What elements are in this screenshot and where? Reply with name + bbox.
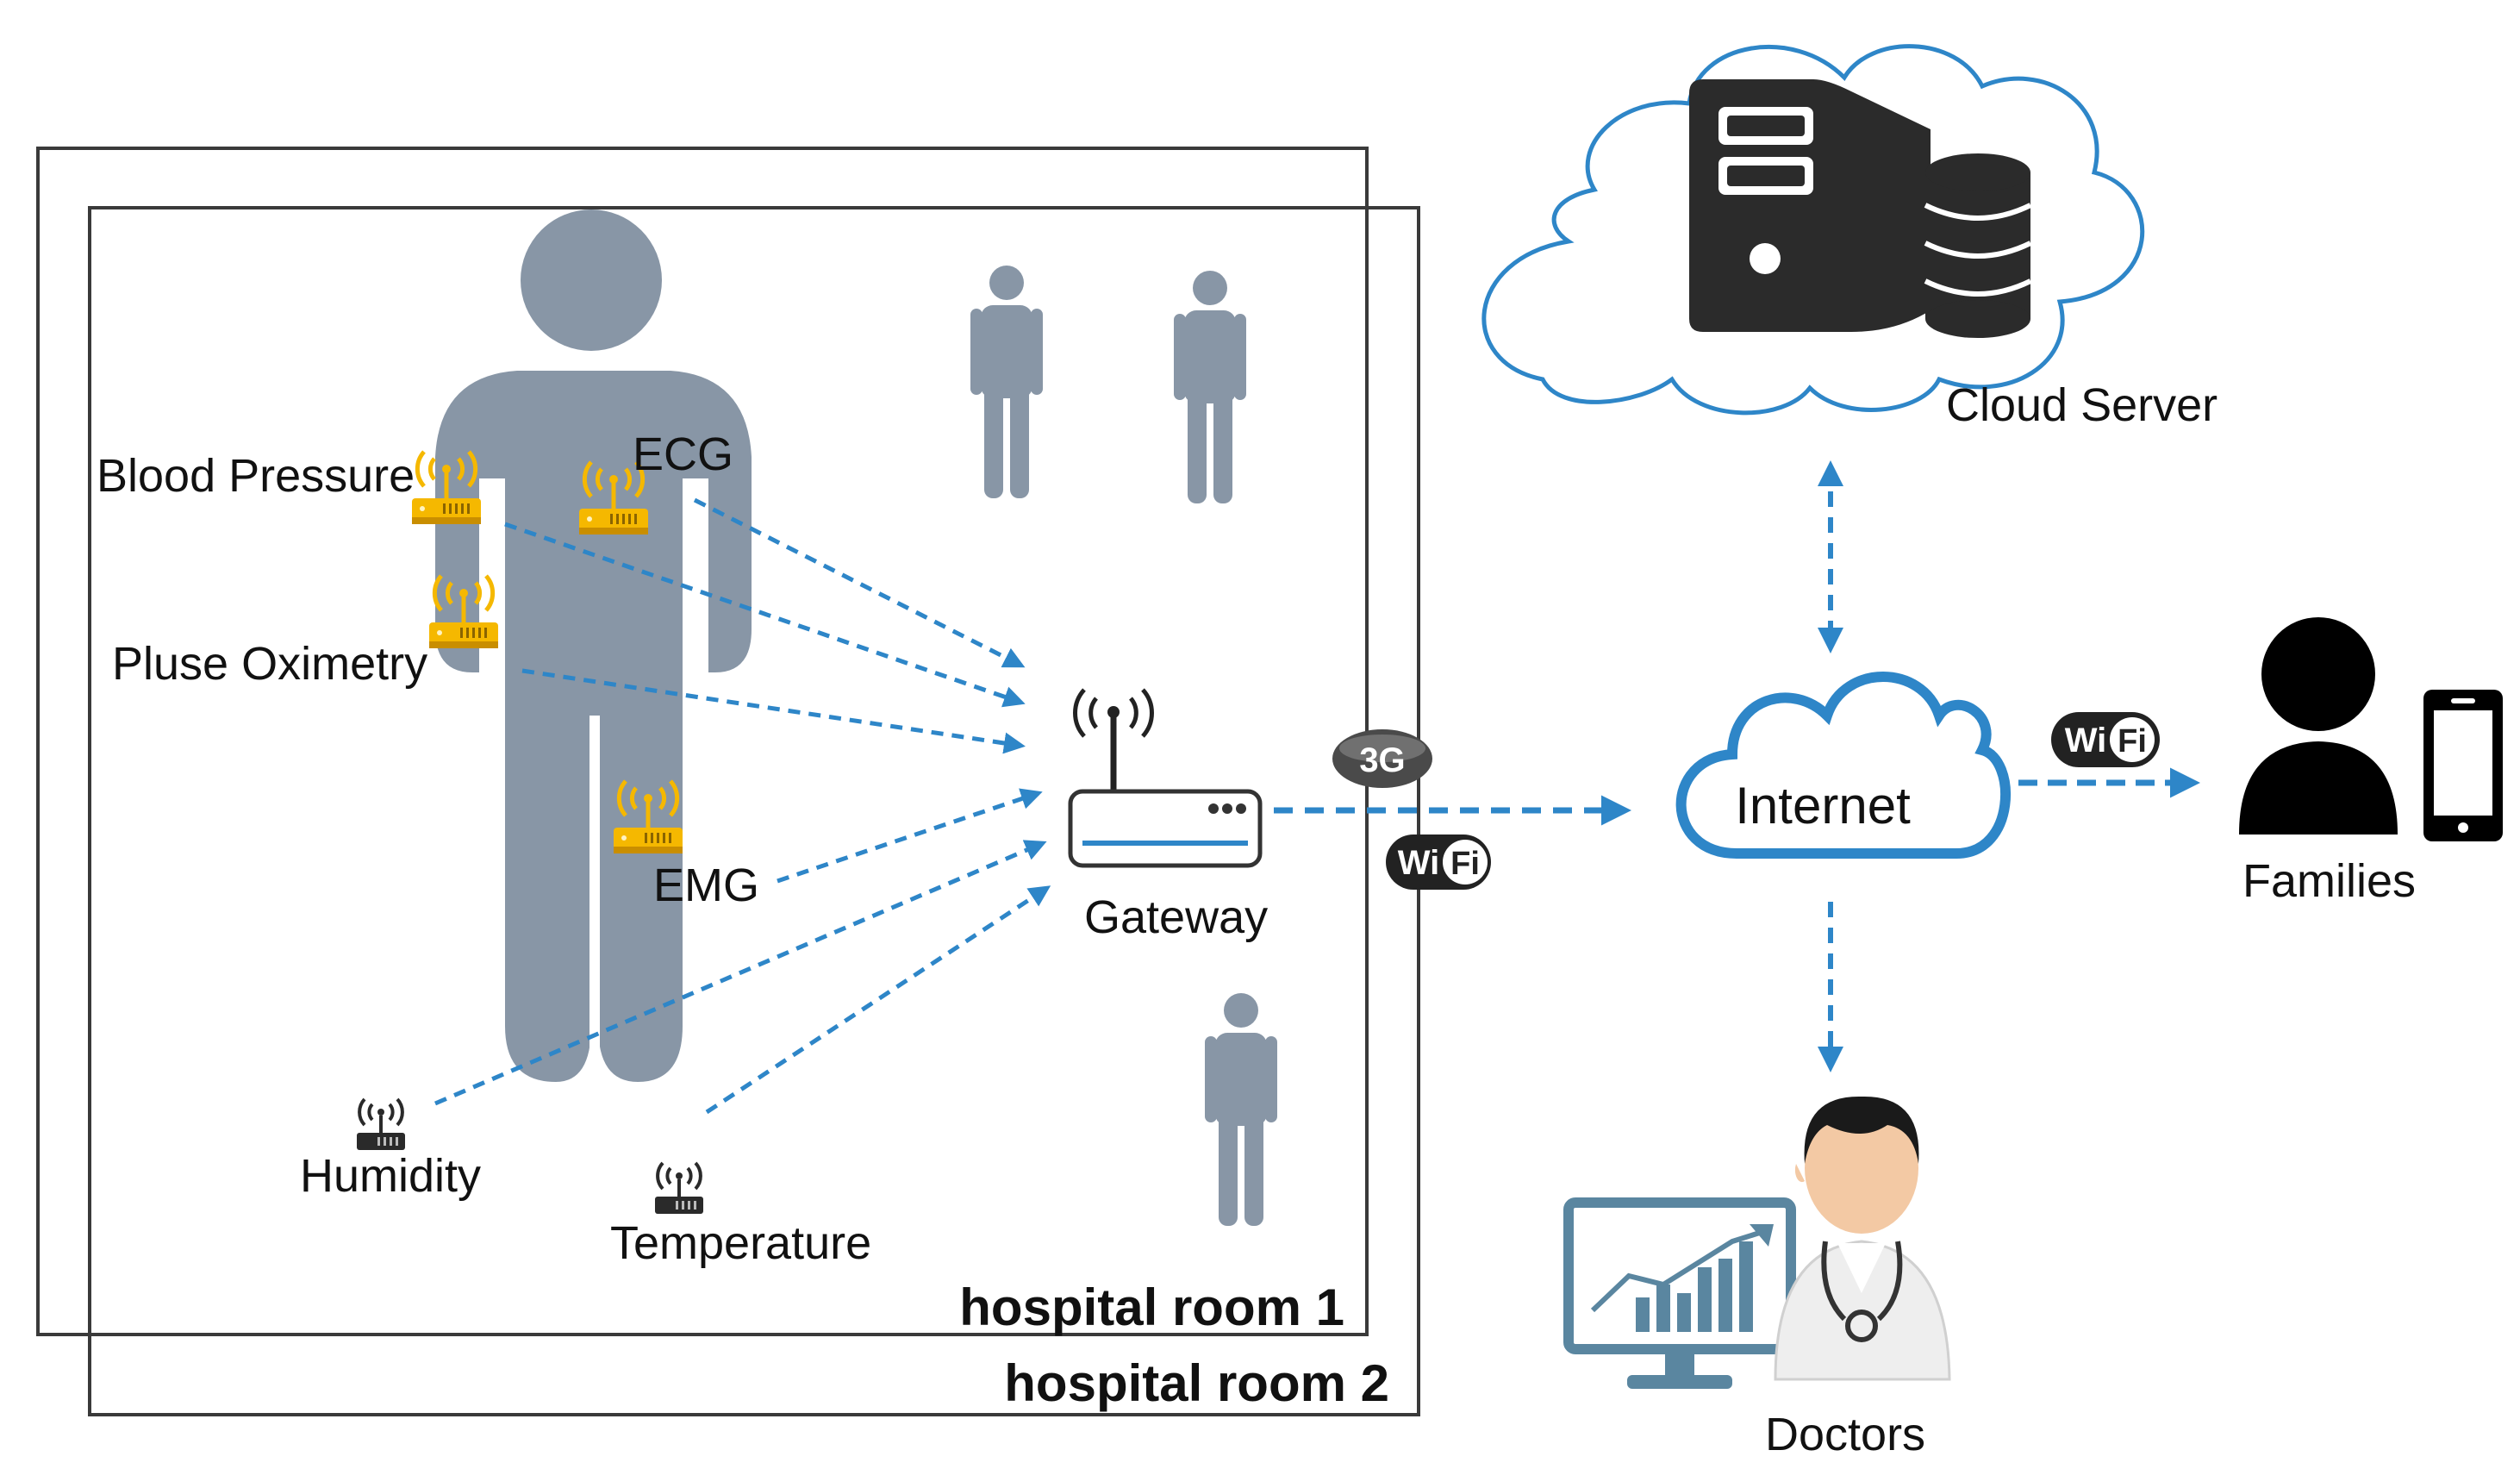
- gateway-label: Gateway: [1084, 891, 1268, 943]
- doctor-icon: [1774, 1096, 1951, 1381]
- patient-head: [521, 209, 662, 351]
- wifi-badge: Wi Fi: [1386, 835, 1491, 890]
- database-icon: [1924, 153, 2032, 338]
- internet-label: Internet: [1735, 777, 1911, 835]
- hospital-room-2-frame: [88, 206, 1420, 1416]
- sensor-arrows: [434, 497, 1051, 1115]
- pulse-oximetry-label: Pluse Oximetry: [112, 638, 427, 690]
- arrow-humidity-to-gateway: [434, 840, 1047, 1106]
- 3g-badge-label: 3G: [1359, 741, 1405, 779]
- wifi-badge-wi: Wi: [1398, 844, 1440, 882]
- server-icon: [1689, 79, 1931, 332]
- person-icon: [1205, 993, 1277, 1226]
- arrow-temperature-to-gateway: [705, 885, 1051, 1115]
- internet-cloud: [1675, 672, 2011, 859]
- humidity-label: Humidity: [300, 1150, 481, 1202]
- ecg-label: ECG: [633, 428, 733, 480]
- wifi-badge-fi: Fi: [1450, 846, 1480, 882]
- hospital-room-1-label: hospital room 1: [959, 1278, 1344, 1336]
- wifi-badge-families: Wi Fi: [2051, 712, 2160, 767]
- families-label: Families: [2242, 855, 2416, 907]
- arrow-bp-to-gateway: [504, 522, 1026, 708]
- monitor-chart-icon: [1563, 1197, 1796, 1389]
- temperature-sensor-icon: [653, 1161, 705, 1216]
- arrow-oximetry-to-gateway: [521, 668, 1026, 754]
- wifi-families-wi: Wi: [2065, 722, 2107, 760]
- router-icon: [1068, 688, 1263, 868]
- smartphone-icon: [2423, 690, 2503, 841]
- patient-body: [435, 371, 752, 1082]
- person-icon: [970, 266, 1043, 498]
- families-person-icon: [2239, 617, 2398, 835]
- emg-label: EMG: [653, 860, 759, 911]
- humidity-sensor-icon: [355, 1097, 407, 1152]
- blood-pressure-label: Blood Pressure: [97, 450, 415, 502]
- wifi-families-fi: Fi: [2118, 723, 2147, 760]
- temperature-label: Temperature: [610, 1217, 871, 1269]
- person-icon: [1174, 271, 1246, 503]
- 3g-badge: 3G: [1332, 729, 1432, 788]
- doctors-label: Doctors: [1765, 1409, 1925, 1460]
- patient-figure: [435, 209, 752, 1082]
- arrow-emg-to-gateway: [777, 788, 1043, 884]
- hospital-room-1-frame: [36, 147, 1369, 1336]
- cloud-server-label: Cloud Server: [1946, 379, 2217, 431]
- hospital-room-2-label: hospital room 2: [1004, 1354, 1389, 1412]
